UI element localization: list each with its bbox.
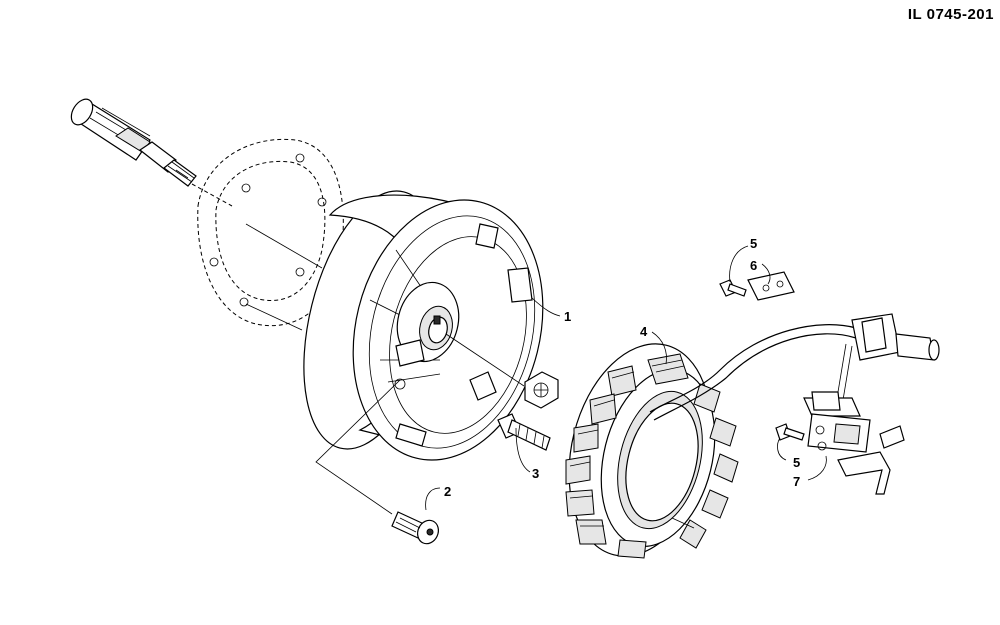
pickup-coil-assembly: [775, 391, 905, 495]
callout-5-lower: 5: [793, 455, 800, 470]
callout-7: 7: [793, 474, 800, 489]
callout-2: 2: [444, 484, 451, 499]
flywheel-nut: [445, 333, 559, 409]
callout-6: 6: [750, 258, 757, 273]
bolt-part-3: [497, 413, 551, 451]
callout-4: 4: [640, 324, 648, 339]
flywheel: [303, 190, 544, 461]
crankshaft-end: [70, 98, 233, 207]
callouts: 1 2 3 4 5 6 5 7: [444, 236, 800, 499]
mounting-plate-dashed: [197, 138, 344, 331]
callout-1: 1: [564, 309, 571, 324]
pickup-bracket-upper: [719, 271, 795, 301]
stator: [565, 343, 739, 559]
callout-3: 3: [532, 466, 539, 481]
screw-part-2: [315, 379, 439, 545]
callout-5-upper: 5: [750, 236, 757, 251]
wire-harness: [649, 313, 940, 421]
leader-lines: [425, 245, 827, 511]
illustration-id: IL 0745-201: [907, 6, 994, 23]
